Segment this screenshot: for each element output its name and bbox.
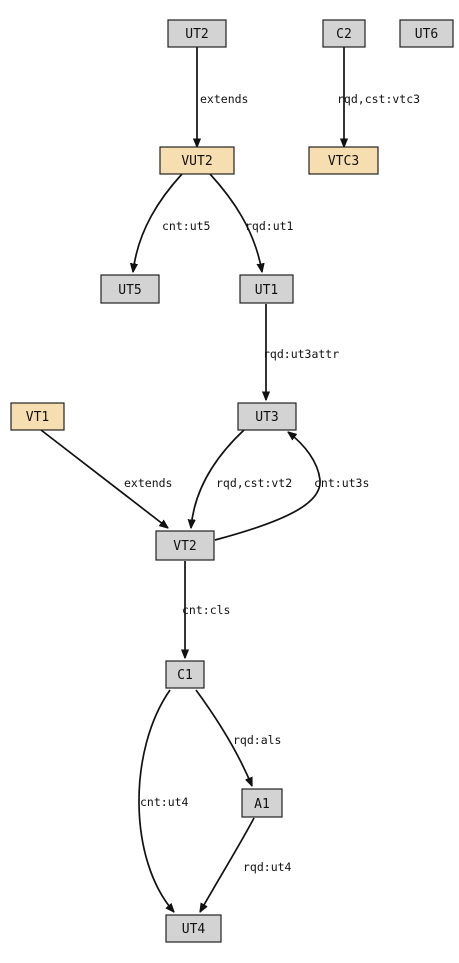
edge-label-ut3-vt2: rqd,cst:vt2 — [216, 476, 292, 490]
edge-label-c2-vtc3: rqd,cst:vtc3 — [337, 92, 420, 106]
node-ut5: UT5 — [100, 274, 160, 304]
edge-label-vt2-ut3: cnt:ut3s — [314, 476, 369, 490]
node-ut4: UT4 — [165, 914, 222, 943]
node-label: UT1 — [255, 283, 278, 298]
edge-vut2-ut5: cnt:ut5 — [133, 173, 210, 272]
node-vut2: VUT2 — [159, 146, 235, 175]
node-label: UT3 — [255, 410, 278, 425]
edge-ut3-vt2: rqd,cst:vt2 — [191, 429, 292, 528]
edge-c1-ut4: cnt:ut4 — [138, 689, 189, 912]
node-label: VT1 — [26, 410, 49, 425]
edge-vt2-ut3: cnt:ut3s — [214, 432, 369, 541]
edge-label-vut2-ut1: rqd:ut1 — [245, 219, 294, 233]
node-label: UT5 — [118, 283, 141, 298]
edge-vt2-c1: cnt:cls — [182, 561, 230, 658]
edge-c1-a1: rqd:als — [195, 689, 281, 786]
node-label: UT4 — [182, 922, 206, 937]
edge-vt1-vt2: extends — [40, 429, 172, 528]
node-ut3: UT3 — [237, 402, 297, 431]
node-label: VUT2 — [181, 154, 212, 169]
edge-ut2-vut2: extends — [197, 47, 248, 147]
node-label: A1 — [254, 797, 270, 812]
node-label: C2 — [336, 27, 352, 42]
node-ut2: UT2 — [167, 19, 227, 48]
edge-label-extends-ut2-vut2: extends — [200, 92, 248, 106]
edge-label-vut2-ut5: cnt:ut5 — [162, 219, 210, 233]
node-ut1: UT1 — [239, 274, 294, 304]
edge-c2-vtc3: rqd,cst:vtc3 — [337, 47, 420, 147]
node-vt2: VT2 — [155, 530, 215, 561]
edge-label-c1-a1: rqd:als — [233, 733, 281, 747]
node-vtc3: VTC3 — [308, 146, 379, 175]
node-label: VT2 — [173, 539, 196, 554]
edge-label-vt2-c1: cnt:cls — [182, 603, 230, 617]
edge-label-a1-ut4: rqd:ut4 — [243, 860, 292, 874]
node-ut6: UT6 — [399, 19, 454, 48]
node-vt1: VT1 — [10, 402, 65, 431]
node-label: UT6 — [415, 27, 438, 42]
node-label: UT2 — [185, 27, 208, 42]
node-c2: C2 — [322, 19, 366, 48]
edge-ut1-ut3: rqd:ut3attr — [263, 304, 339, 400]
edge-label-extends-vt1-vt2: extends — [124, 476, 172, 490]
node-label: VTC3 — [328, 154, 359, 169]
node-a1: A1 — [241, 788, 283, 818]
node-c1: C1 — [165, 660, 205, 689]
edge-vut2-ut1: rqd:ut1 — [209, 173, 294, 272]
edge-label-ut1-ut3: rqd:ut3attr — [263, 347, 339, 361]
node-label: C1 — [177, 668, 193, 683]
edge-label-c1-ut4: cnt:ut4 — [140, 795, 189, 809]
edge-a1-ut4: rqd:ut4 — [200, 817, 292, 912]
